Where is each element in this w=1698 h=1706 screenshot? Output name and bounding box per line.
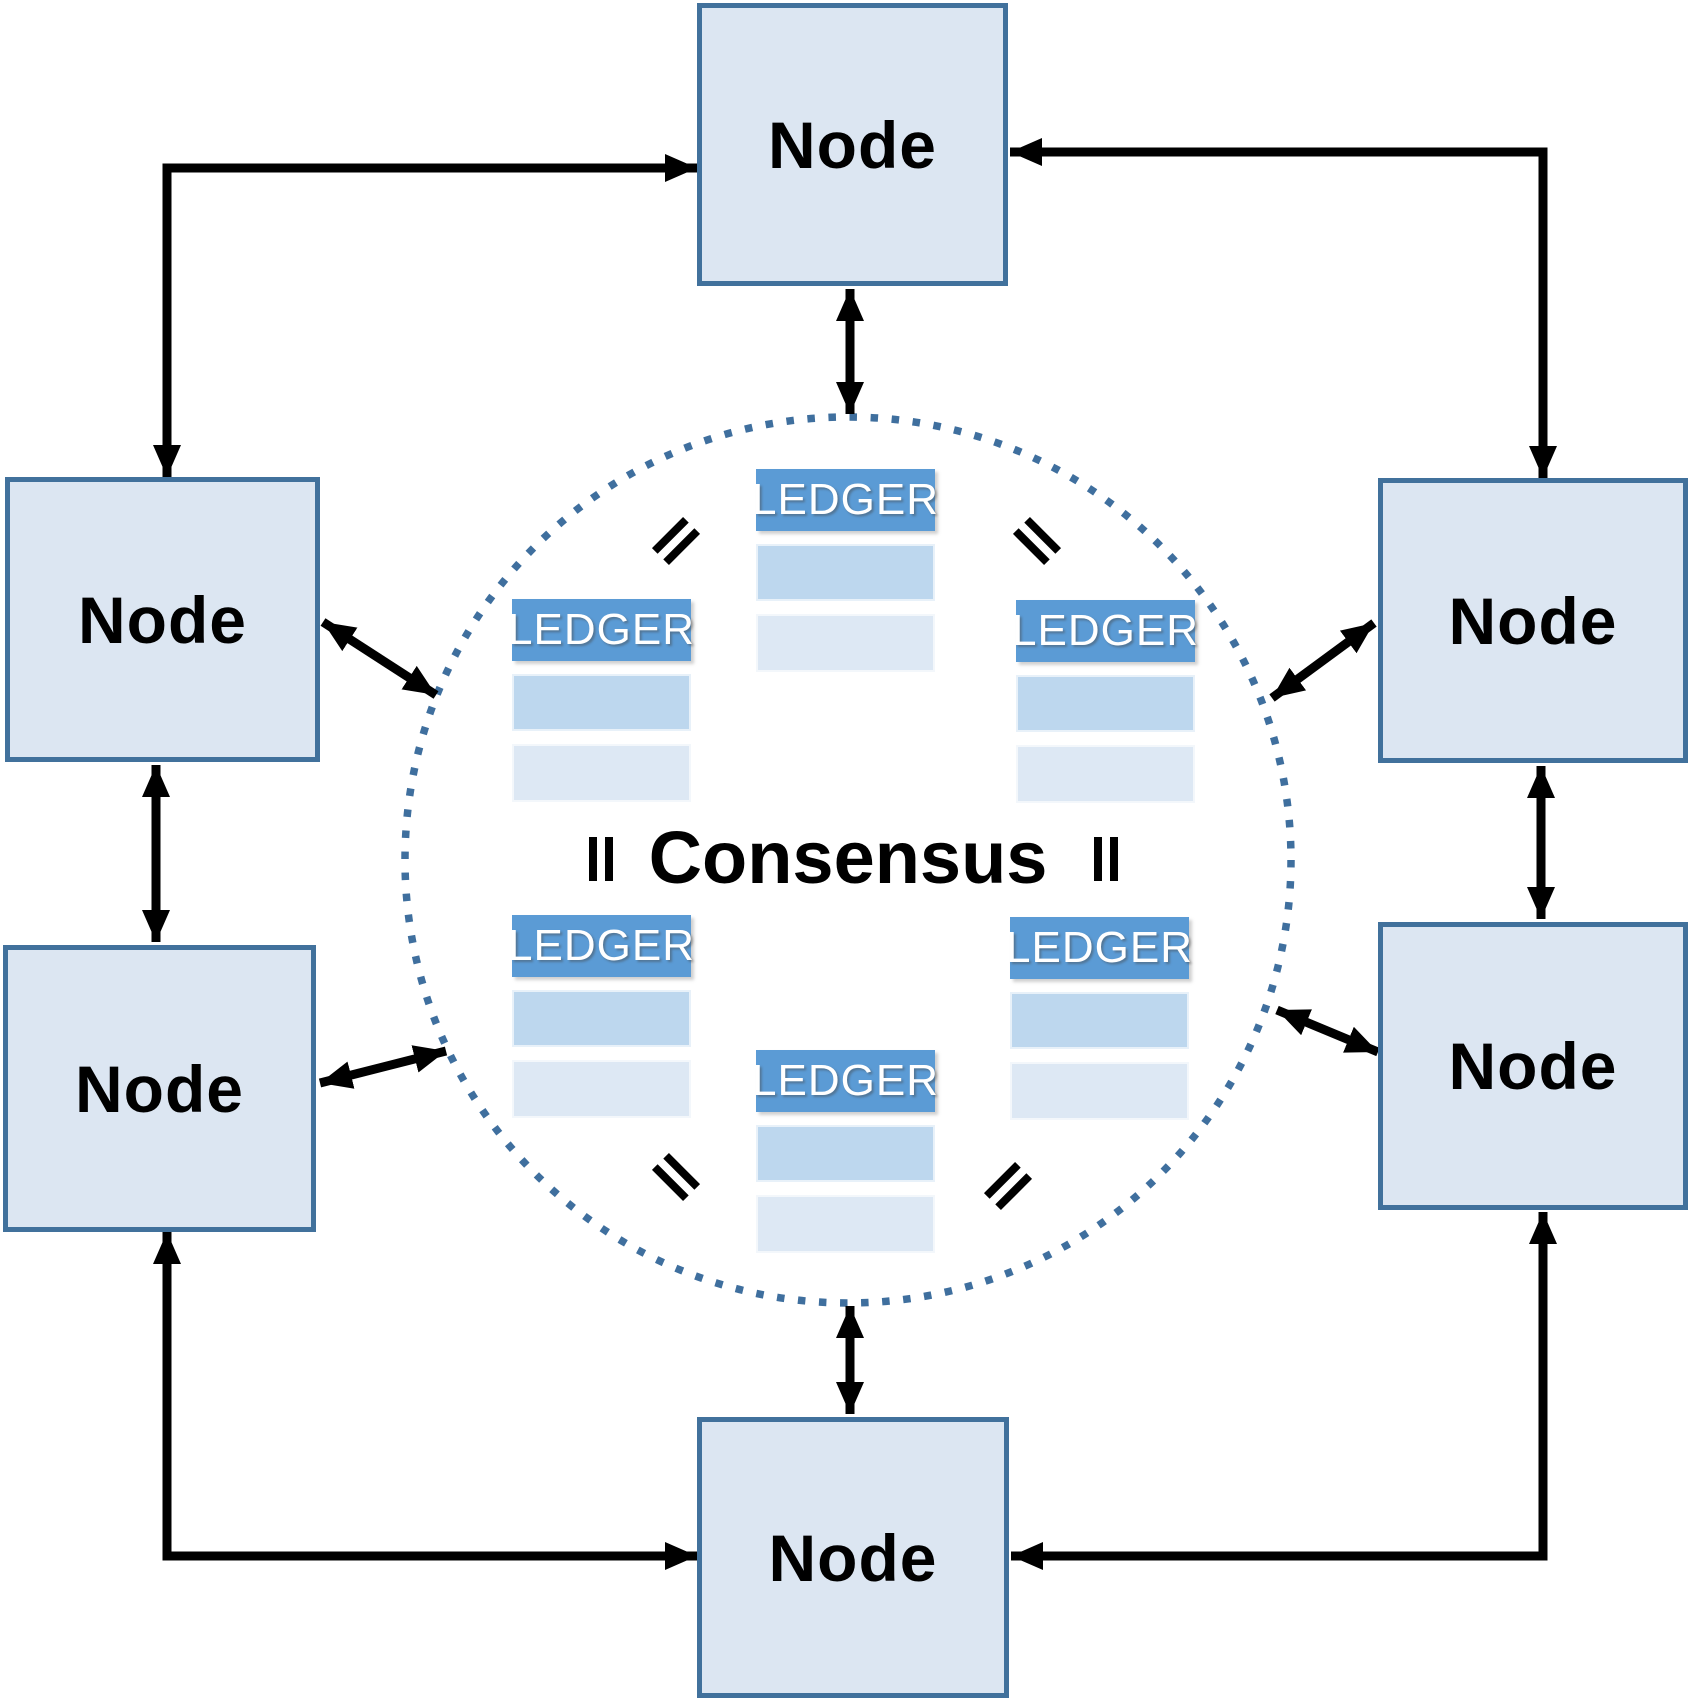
ledger-row	[1010, 992, 1189, 1049]
ledger-row	[756, 544, 935, 601]
ledger-row	[1016, 675, 1195, 732]
ledger-row	[1010, 1062, 1189, 1120]
ledger-header: LEDGER	[752, 1050, 938, 1112]
ledger-upper-right: LEDGER	[1012, 600, 1198, 803]
ledger-header: LEDGER	[508, 599, 694, 661]
node-box-upper-left: Node	[5, 477, 320, 762]
ledger-row	[512, 744, 691, 802]
arrow-elbow-top-right	[1010, 138, 1557, 478]
node-box-upper-right: Node	[1378, 478, 1688, 763]
ledger-top: LEDGER	[752, 469, 938, 672]
consensus-label: Consensus	[648, 816, 1048, 899]
node-label: Node	[75, 1051, 244, 1126]
ledger-lower-right: LEDGER	[1006, 917, 1192, 1120]
arrow-elbow-bottom-left	[153, 1232, 697, 1570]
ledger-row	[1016, 745, 1195, 803]
node-label: Node	[1448, 1029, 1618, 1103]
ledger-row	[756, 1195, 935, 1253]
node-label: Node	[78, 582, 247, 657]
equals-bar	[1110, 837, 1118, 881]
node-box-top: Node	[697, 3, 1008, 286]
ledger-row	[756, 1125, 935, 1182]
ledger-header: LEDGER	[1012, 600, 1198, 662]
arrow-diag-upper-left	[320, 618, 439, 699]
ledger-row	[512, 674, 691, 731]
consensus-dotted-circle	[401, 413, 1295, 1307]
node-box-bottom: Node	[697, 1417, 1009, 1698]
arrow-elbow-top-left	[153, 154, 697, 477]
arrow-diag-lower-left	[318, 1045, 448, 1089]
ledger-header: LEDGER	[752, 469, 938, 531]
node-box-lower-right: Node	[1378, 922, 1688, 1210]
ledger-row	[756, 614, 935, 672]
ledger-row	[512, 990, 691, 1047]
ledger-bottom: LEDGER	[752, 1050, 938, 1253]
equals-bar	[589, 837, 597, 881]
node-label: Node	[768, 107, 937, 182]
ledger-header: LEDGER	[508, 915, 694, 977]
node-box-lower-left: Node	[3, 945, 316, 1232]
ledger-lower-left: LEDGER	[508, 915, 694, 1118]
arrow-diag-upper-right	[1269, 619, 1377, 702]
arrow-diag-lower-right	[1275, 1005, 1380, 1057]
node-label: Node	[768, 1520, 938, 1595]
node-label: Node	[1448, 583, 1618, 658]
ledger-header: LEDGER	[1006, 917, 1192, 979]
ledger-upper-left: LEDGER	[508, 599, 694, 802]
arrow-elbow-bottom-right	[1011, 1212, 1557, 1570]
ledger-row	[512, 1060, 691, 1118]
